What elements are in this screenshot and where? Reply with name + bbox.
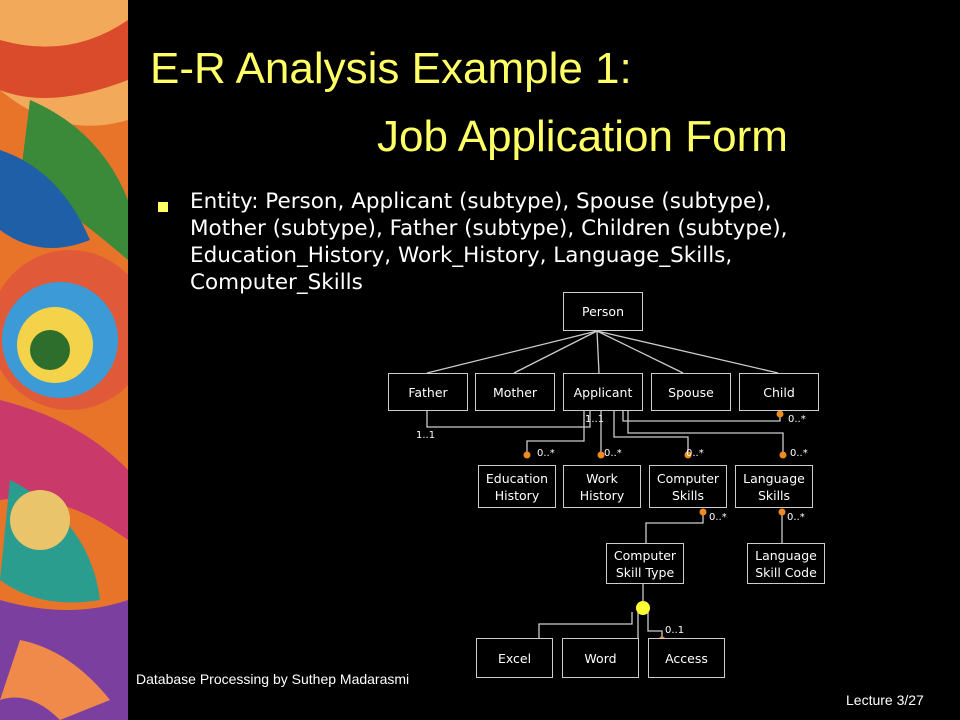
cardinality-label: 0..* <box>788 414 806 425</box>
entity-spouse: Spouse <box>651 373 731 411</box>
entity-access: Access <box>648 638 725 678</box>
footer-page-number: Lecture 3/27 <box>846 692 924 708</box>
entity-name-line: Computer <box>613 547 677 563</box>
entity-mother: Mother <box>475 373 555 411</box>
entity-father: Father <box>388 373 468 411</box>
slide-title-line-1: E-R Analysis Example 1: <box>150 44 632 93</box>
entity-name-line: Skill Code <box>755 564 817 580</box>
entity-language-skill-code: Language Skill Code <box>747 543 825 584</box>
entity-name-line: Skills <box>757 487 791 503</box>
entity-excel: Excel <box>476 638 553 678</box>
cardinality-label: 0..* <box>790 448 808 459</box>
square-bullet-icon <box>158 200 172 216</box>
entity-computer-skills: Computer Skills <box>649 465 727 508</box>
cardinality-label: 1..1 <box>416 430 436 441</box>
entity-name-line: Computer <box>656 470 720 486</box>
entity-applicant: Applicant <box>563 373 643 411</box>
entity-name-line: History <box>579 487 625 503</box>
entity-name-line: History <box>494 487 540 503</box>
cardinality-label: 0..* <box>537 448 555 459</box>
cardinality-label: 0..* <box>604 448 622 459</box>
entity-bullet: Entity: Person, Applicant (subtype), Spo… <box>190 188 890 296</box>
entity-word: Word <box>562 638 639 678</box>
bullet-line: Mother (subtype), Father (subtype), Chil… <box>190 216 788 241</box>
entity-name-line: Education <box>485 470 549 486</box>
bullet-line: Computer_Skills <box>190 270 363 295</box>
cardinality-label: 1..1 <box>585 414 605 425</box>
entity-person: Person <box>563 292 643 331</box>
bullet-line: Entity: Person, Applicant (subtype), Spo… <box>190 189 772 214</box>
subtype-marker-icon <box>636 601 650 615</box>
decorative-art-strip <box>0 0 128 720</box>
footer-author: Database Processing by Suthep Madarasmi <box>136 671 410 687</box>
cardinality-label: 0..* <box>787 512 805 523</box>
entity-name-line: Skills <box>671 487 705 503</box>
entity-name-line: Work <box>586 470 618 486</box>
entity-name-line: Language <box>755 547 817 563</box>
entity-language-skills: Language Skills <box>735 465 813 508</box>
bullet-line: Education_History, Work_History, Languag… <box>190 243 733 268</box>
cardinality-label: 0..1 <box>665 625 685 636</box>
entity-education-history: Education History <box>478 465 556 508</box>
entity-name-line: Language <box>743 470 805 486</box>
cardinality-label: 0..* <box>686 448 704 459</box>
entity-work-history: Work History <box>563 465 641 508</box>
slide-title-line-2: Job Application Form <box>377 112 788 161</box>
entity-child: Child <box>739 373 819 411</box>
entity-computer-skill-type: Computer Skill Type <box>606 543 684 584</box>
cardinality-label: 0..* <box>709 512 727 523</box>
entity-name-line: Skill Type <box>615 564 675 580</box>
